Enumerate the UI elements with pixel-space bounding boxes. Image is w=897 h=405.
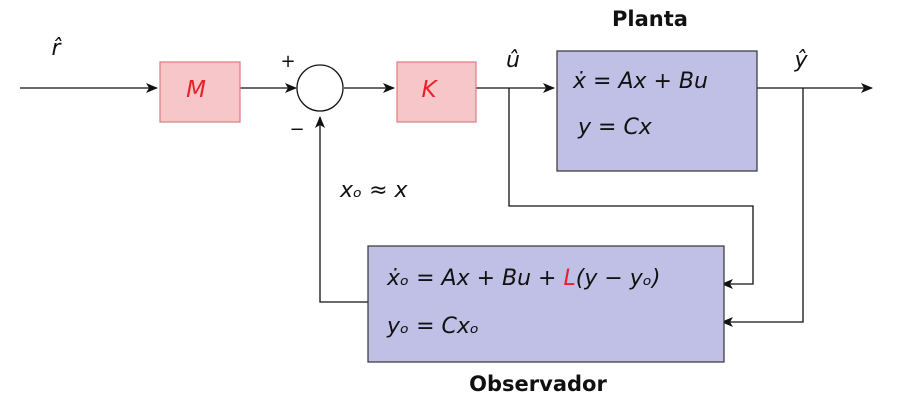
gain-block-M-label: M	[186, 77, 206, 103]
summing-junction	[296, 64, 344, 112]
signal-lines	[20, 83, 873, 327]
observer-eq1-part-b: (y − yₒ)	[576, 266, 661, 291]
observer-block: ẋₒ = Ax + Bu + L(y − yₒ) yₒ = Cxₒ	[367, 245, 725, 363]
observer-equation-state: ẋₒ = Ax + Bu + L(y − yₒ)	[386, 266, 660, 291]
gain-block-K: K	[396, 61, 477, 123]
plant-box	[556, 50, 758, 172]
gain-block-M-box	[159, 61, 241, 123]
plant-equation-state: ẋ = Ax + Bu	[572, 69, 708, 94]
sum-plus-sign: +	[280, 51, 295, 72]
observer-eq1-part-a: ẋₒ = Ax + Bu +	[386, 266, 563, 291]
observer-equation-output: yₒ = Cxₒ	[386, 314, 479, 339]
plant-equation-output: y = Cx	[577, 115, 653, 140]
reference-label: r̂	[51, 36, 62, 61]
output-signal-label: ŷ	[793, 48, 808, 73]
gain-block-K-box	[396, 61, 477, 123]
gain-block-M: M	[159, 61, 241, 123]
observer-title: Observador	[469, 372, 607, 396]
y-to-observer-line	[721, 88, 804, 327]
observer-box	[367, 245, 725, 363]
observer-gain-L: L	[563, 266, 575, 291]
sum-minus-sign: −	[289, 119, 304, 140]
plant-block: ẋ = Ax + Bu y = Cx	[556, 50, 758, 172]
gain-block-K-label: K	[421, 77, 438, 103]
plant-title: Planta	[612, 7, 688, 31]
u-to-observer-line	[508, 88, 754, 289]
observer-feedback-line	[315, 116, 368, 303]
state-estimate-label: xₒ ≈ x	[339, 178, 409, 203]
control-signal-label: û	[506, 48, 520, 73]
